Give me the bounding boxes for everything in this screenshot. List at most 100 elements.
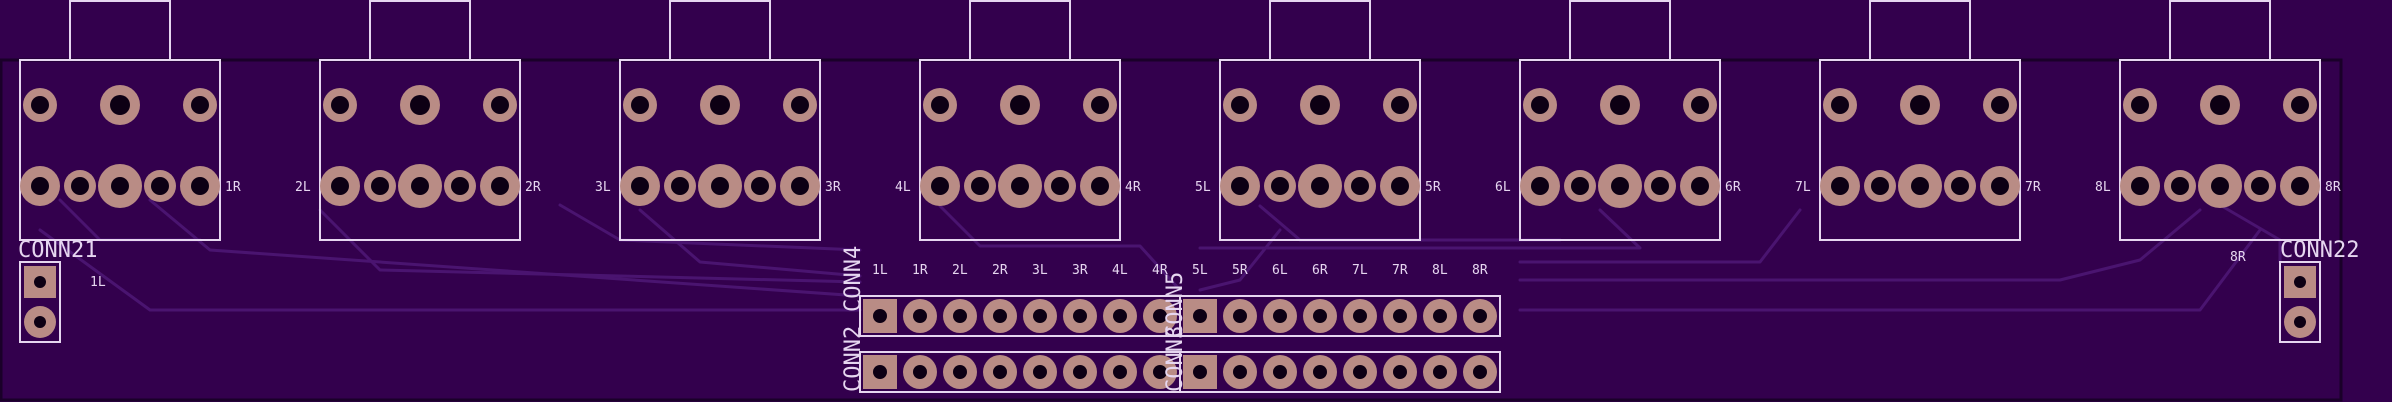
- header-2-row-1: [1179, 295, 1501, 337]
- header-2-row-1-pin-5-drill: [1353, 309, 1367, 323]
- trace-10: [1518, 208, 1802, 264]
- trace-8: [2218, 203, 2282, 264]
- jack-7-bottom-4-drill: [1951, 177, 1969, 195]
- conn22-drill-2: [2294, 316, 2306, 328]
- header-2-row-2: [1179, 351, 1501, 393]
- header-1-row-2-pin-8-drill: [1153, 365, 1167, 379]
- jack-6-outline: [1519, 59, 1721, 241]
- jack-7-bottom-5-drill: [1991, 177, 2009, 195]
- conn3-name: CONN3: [1163, 326, 1188, 392]
- jack-6-bottom-2-drill: [1571, 177, 1589, 195]
- trace-14: [58, 198, 202, 242]
- jack-6-bottom-4-drill: [1651, 177, 1669, 195]
- header-2-row-1-pin-2-drill: [1233, 309, 1247, 323]
- header-1-row-1-pin-5-drill: [1033, 309, 1047, 323]
- jack-2-top-1-drill: [331, 96, 349, 114]
- jack-4-right-label: 4R: [1125, 180, 1141, 195]
- header-2-row-2-pin-7-drill: [1433, 365, 1447, 379]
- jack-6-bottom-1-drill: [1531, 177, 1549, 195]
- jack-3: 3L 3R: [595, 0, 841, 241]
- trace-9: [1518, 208, 2202, 282]
- trace-7: [1198, 208, 1642, 250]
- header-1-row-2: [859, 351, 1181, 393]
- jack-4-bottom-4-drill: [1051, 177, 1069, 195]
- header-1-row-1-pin-2-drill: [913, 309, 927, 323]
- jack-7-tab: [1869, 0, 1971, 60]
- jack-2-top-3-drill: [491, 96, 509, 114]
- jack-1-bottom-3-drill: [111, 177, 129, 195]
- header-2-row-1-pin-6-drill: [1393, 309, 1407, 323]
- header-1-row-1-pin-7-drill: [1113, 309, 1127, 323]
- header-pin-label-13: 7L: [1352, 263, 1368, 278]
- jack-2-bottom-1-drill: [331, 177, 349, 195]
- jack-8-right-label: 8R: [2325, 180, 2341, 195]
- header-pin-label-11: 6L: [1272, 263, 1288, 278]
- jack-7-left-label: 7L: [1795, 180, 1811, 195]
- jack-8-bottom-1-drill: [2131, 177, 2149, 195]
- jack-6-left-label: 6L: [1495, 180, 1511, 195]
- trace-11: [1518, 228, 2262, 312]
- jack-8-top-1-drill: [2131, 96, 2149, 114]
- jack-1-top-2-drill: [110, 95, 130, 115]
- jack-8-left-label: 8L: [2095, 180, 2111, 195]
- jack-3-tab: [669, 0, 771, 60]
- jack-2-tab: [369, 0, 471, 60]
- header-pin-label-14: 7R: [1392, 263, 1408, 278]
- jack-1-top-3-drill: [191, 96, 209, 114]
- header-pin-label-9: 5L: [1192, 263, 1208, 278]
- header-2-row-1-pin-1-drill: [1193, 309, 1207, 323]
- header-1-row-1-pin-8-drill: [1153, 309, 1167, 323]
- header-2-row-1-outline: [1179, 295, 1501, 337]
- conn21-drill-2: [34, 316, 46, 328]
- conn22-outline: [2279, 261, 2321, 343]
- header-1-row-2-pin-6-drill: [1073, 365, 1087, 379]
- jack-8-bottom-5-drill: [2291, 177, 2309, 195]
- jack-6: 6L 6R: [1495, 0, 1741, 241]
- jack-3-right-label: 3R: [825, 180, 841, 195]
- jack-1-bottom-4-drill: [151, 177, 169, 195]
- jack-6-bottom-3-drill: [1611, 177, 1629, 195]
- header-2-row-2-pin-6-drill: [1393, 365, 1407, 379]
- header-2-row-2-pin-5-drill: [1353, 365, 1367, 379]
- trace-layer: [38, 198, 2282, 312]
- header-1-row-2-pin-2-drill: [913, 365, 927, 379]
- header-pin-label-1: 1L: [872, 263, 888, 278]
- header-pin-label-12: 6R: [1312, 263, 1328, 278]
- jack-1-top-1-drill: [31, 96, 49, 114]
- conn21: CONN21 1L: [18, 238, 106, 343]
- jack-4-bottom-3-drill: [1011, 177, 1029, 195]
- conn21-outline: [19, 261, 61, 343]
- header-pin-label-10: 5R: [1232, 263, 1248, 278]
- jack-8-bottom-4-drill: [2251, 177, 2269, 195]
- jack-7-bottom-2-drill: [1871, 177, 1889, 195]
- jack-4-bottom-5-drill: [1091, 177, 1109, 195]
- jack-1-bottom-1-drill: [31, 177, 49, 195]
- jack-3-bottom-3-drill: [711, 177, 729, 195]
- jack-1: 1R: [19, 0, 241, 241]
- jack-4-tab: [969, 0, 1071, 60]
- jack-3-top-1-drill: [631, 96, 649, 114]
- jack-5-left-label: 5L: [1195, 180, 1211, 195]
- header-pin-label-4: 2R: [992, 263, 1008, 278]
- jack-3-top-3-drill: [791, 96, 809, 114]
- jack-6-right-label: 6R: [1725, 180, 1741, 195]
- header-2-row-2-pin-3-drill: [1273, 365, 1287, 379]
- jack-7-bottom-1-drill: [1831, 177, 1849, 195]
- trace-1: [38, 228, 862, 312]
- jack-2-bottom-5-drill: [491, 177, 509, 195]
- jack-5-top-2-drill: [1310, 95, 1330, 115]
- jack-3-left-label: 3L: [595, 180, 611, 195]
- jack-2-top-2-drill: [410, 95, 430, 115]
- conn22-drill-1: [2294, 276, 2306, 288]
- jack-8-top-2-drill: [2210, 95, 2230, 115]
- conn22-pin-label: 8R: [2230, 250, 2246, 265]
- header-2-row-1-pin-7-drill: [1433, 309, 1447, 323]
- conn21-pin-label: 1L: [90, 275, 106, 290]
- conn22: CONN22 8R: [2230, 238, 2359, 343]
- jack-1-outline: [19, 59, 221, 241]
- conn5-name: CONN5: [1163, 272, 1188, 338]
- header-1-row-1-pin-1-drill: [873, 309, 887, 323]
